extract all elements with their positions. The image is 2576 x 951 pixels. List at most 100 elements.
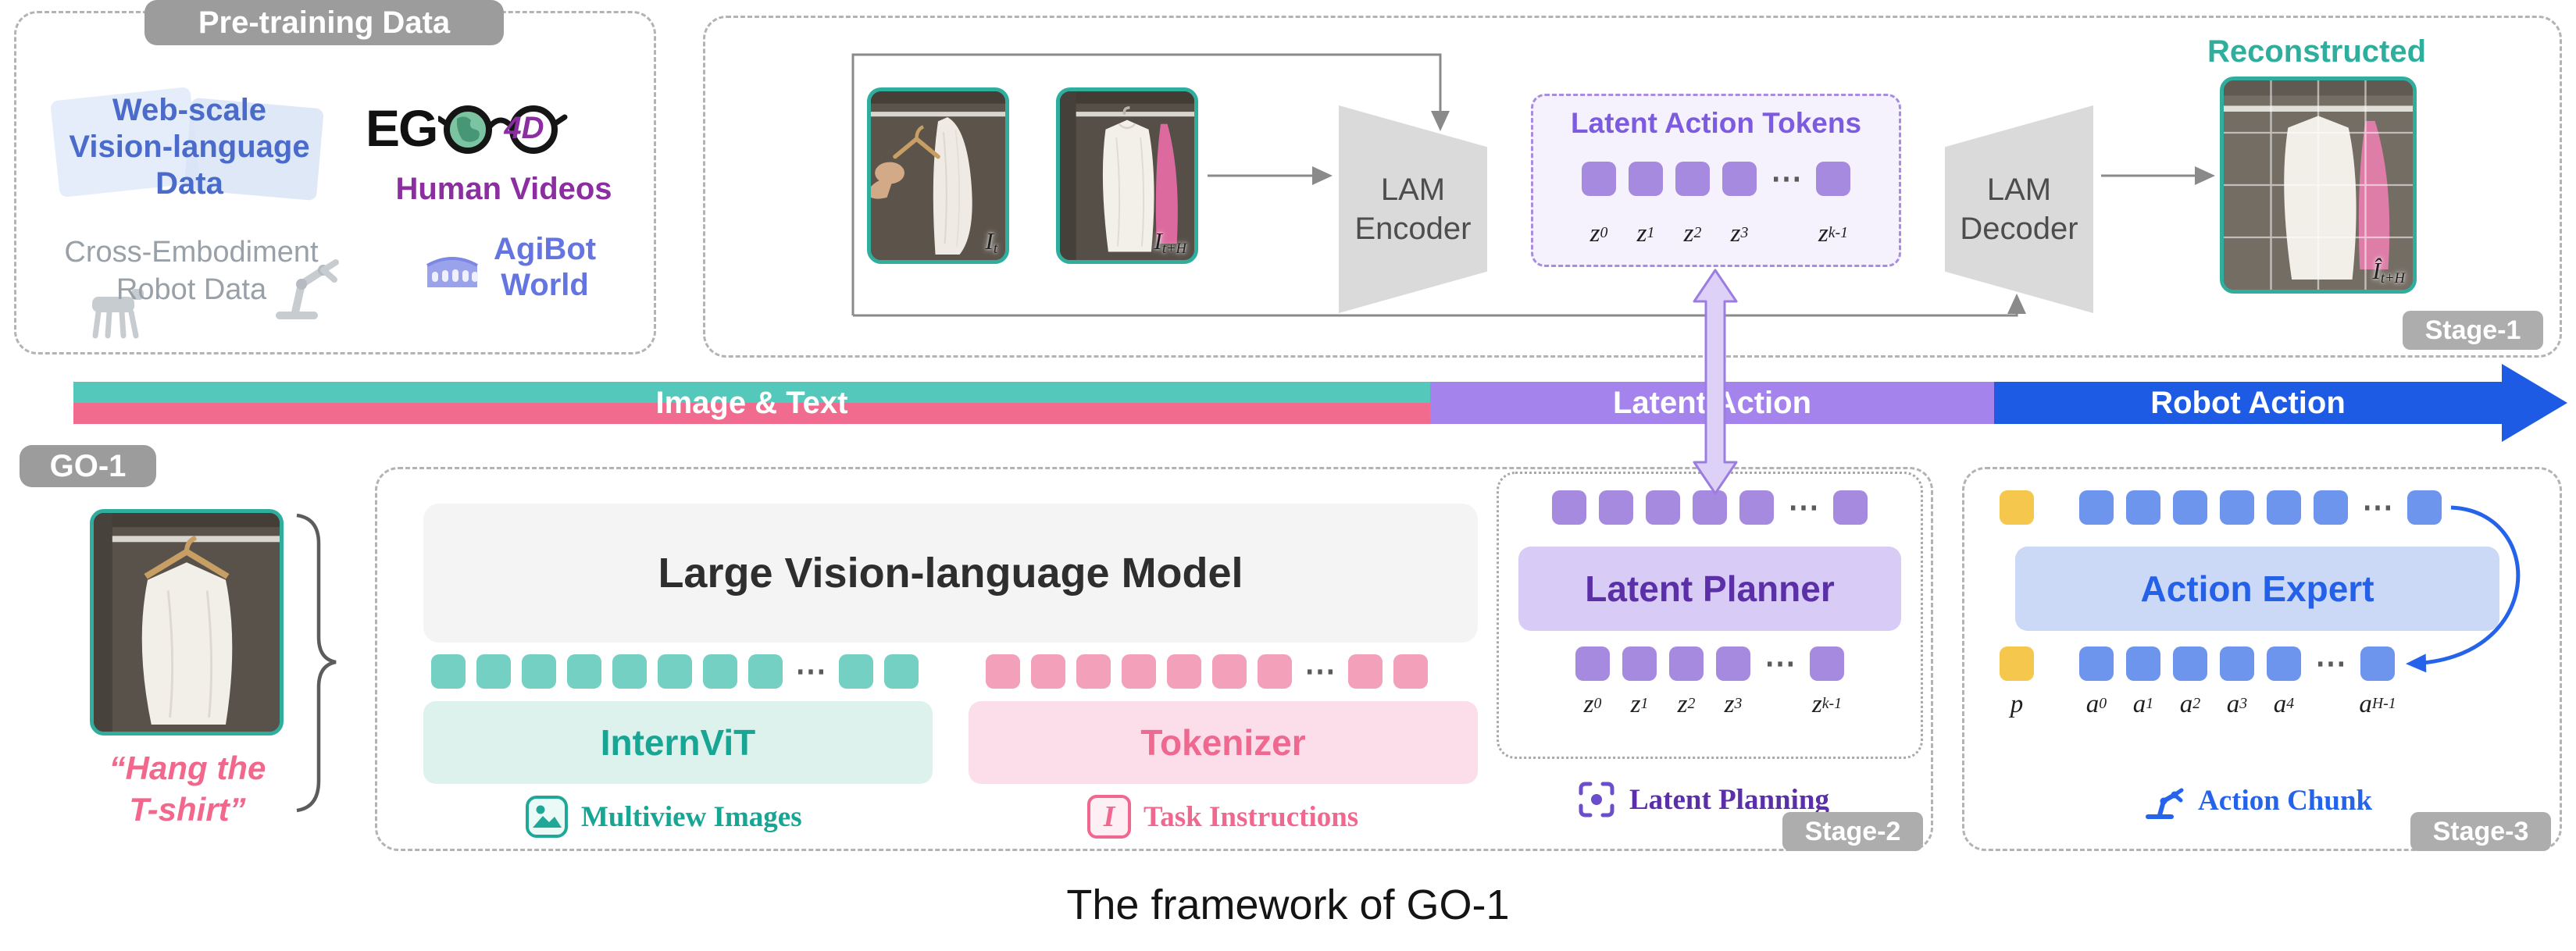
ellipsis: ⋯ (2362, 490, 2393, 525)
wardrobe-photo-reconstructed: Ît+H (2220, 77, 2417, 294)
latent-token-square (1722, 162, 1757, 196)
flow-bar-latent-action: Latent Action (1430, 382, 1994, 424)
planner-token-square (1716, 646, 1750, 681)
image-label-reconstructed: Ît+H (2372, 257, 2405, 287)
vision-token-square (612, 654, 647, 689)
ellipsis: ⋯ (1764, 646, 1796, 681)
text-token-square (1122, 654, 1156, 689)
action-input-token-row: ⋯ (2000, 490, 2442, 525)
ellipsis: ⋯ (2315, 646, 2346, 681)
task-instructions-icon: I (1087, 795, 1131, 839)
tokenizer-box: Tokenizer (969, 701, 1478, 784)
action-expert-box: Action Expert (2015, 547, 2499, 631)
wardrobe-scene (94, 513, 280, 732)
planner-token-square (1833, 490, 1868, 525)
action-token-square (2126, 490, 2160, 525)
robot-dog-silhouette-icon (92, 289, 144, 339)
multiview-images-label: Multiview Images (581, 800, 802, 833)
stage2-box (375, 467, 1933, 851)
ego4d-text-eg: EG (366, 99, 438, 157)
flow-bar-image-text: Image & Text (73, 382, 1430, 424)
ego4d-text-4d: 4D (504, 110, 544, 145)
go1-badge: GO-1 (20, 445, 156, 487)
ellipsis: ⋯ (1788, 490, 1819, 525)
planner-token-square (1739, 490, 1774, 525)
planner-token-square (1599, 490, 1633, 525)
stage3-box (1962, 467, 2562, 851)
stage3-badge: Stage-3 (2410, 812, 2551, 851)
vision-token-square (431, 654, 466, 689)
action-token-square (2314, 490, 2348, 525)
action-token-square (2360, 646, 2395, 681)
agibot-world-logo: AgiBot World (422, 231, 596, 303)
task-instructions-row: I Task Instructions (1087, 795, 1358, 839)
wardrobe-photo-go1-input (90, 509, 284, 736)
pretraining-title-pill: Pre-training Data (144, 0, 504, 45)
latent-planning-label: Latent Planning (1629, 783, 1829, 816)
task-instruction-text: “Hang the T-shirt” (109, 750, 266, 828)
text-token-square (1348, 654, 1383, 689)
robot-arm-icon (2146, 788, 2184, 819)
latent-planning-icon (1579, 782, 1614, 817)
figure-caption: The framework of GO-1 (1066, 882, 1510, 928)
latent-token-row: ⋯ (1582, 162, 1850, 196)
proprio-token-square (2000, 490, 2034, 525)
ellipsis: ⋯ (1771, 162, 1802, 196)
vision-token-square (658, 654, 692, 689)
planner-token-square (1646, 490, 1680, 525)
task-instructions-label: Task Instructions (1144, 800, 1359, 833)
vision-token-square (522, 654, 556, 689)
planner-token-square (1693, 490, 1727, 525)
action-chunk-row: Action Chunk (2140, 779, 2372, 821)
text-token-square (1212, 654, 1247, 689)
action-token-square (2267, 646, 2301, 681)
ego4d-glasses-icon (438, 105, 568, 154)
stage1-badge: Stage-1 (2403, 311, 2543, 350)
text-token-square (1258, 654, 1292, 689)
multiview-images-icon (526, 796, 568, 838)
web-scale-data-label: Web-scale Vision-language Data (69, 93, 310, 201)
vision-token-square (703, 654, 737, 689)
robot-arm-silhouette-icon (276, 259, 339, 319)
latent-token-square (1582, 162, 1616, 196)
vision-token-row: ⋯ (431, 654, 919, 689)
action-token-square (2220, 490, 2254, 525)
action-token-square (2407, 490, 2442, 525)
planner-token-square (1575, 646, 1610, 681)
proprio-token-square (2000, 646, 2034, 681)
action-chunk-label: Action Chunk (2198, 784, 2373, 817)
ellipsis: ⋯ (1304, 654, 1336, 689)
text-token-square (1393, 654, 1428, 689)
action-token-square (2079, 646, 2114, 681)
wardrobe-photo-it: It (867, 87, 1009, 264)
human-videos-label: Human Videos (395, 172, 612, 206)
vision-token-square (839, 654, 873, 689)
wardrobe-scene (2224, 80, 2413, 290)
flow-bar-robot-action: Robot Action (1994, 382, 2502, 424)
lvlm-box: Large Vision-language Model (423, 504, 1478, 643)
vision-token-square (748, 654, 783, 689)
latent-planner-box: Latent Planner (1518, 547, 1901, 631)
stage2-badge: Stage-2 (1782, 812, 1923, 851)
action-token-square (2267, 490, 2301, 525)
planner-token-square (1810, 646, 1844, 681)
action-token-square (2173, 646, 2207, 681)
reconstructed-label: Reconstructed (2207, 34, 2427, 69)
text-token-square (1167, 654, 1201, 689)
text-token-square (986, 654, 1020, 689)
planner-token-square (1622, 646, 1657, 681)
action-token-square (2173, 490, 2207, 525)
planner-token-square (1669, 646, 1704, 681)
